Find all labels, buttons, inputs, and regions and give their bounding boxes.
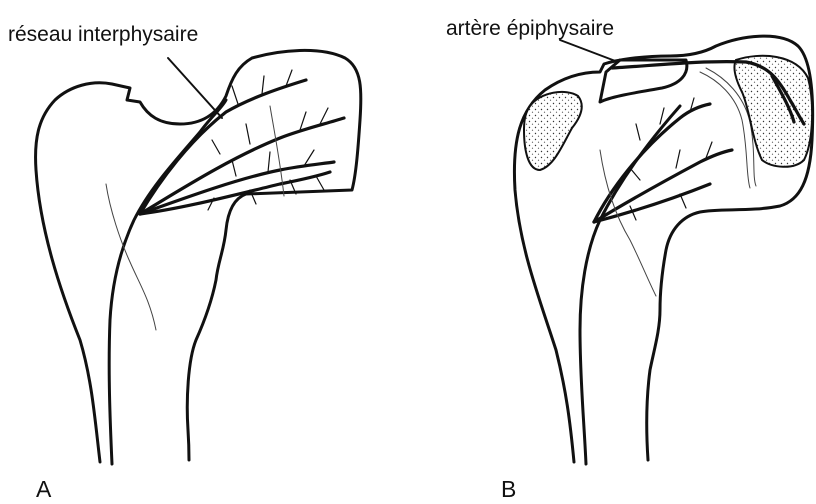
trochanter-b-stippled [524, 92, 582, 170]
vessel-a-twigs [208, 70, 328, 210]
femur-b-shaft-line [580, 106, 680, 464]
label-reseau-interphysaire: réseau interphysaire [8, 24, 198, 45]
thin-line-a-2 [270, 106, 284, 196]
panel-a-diagram [36, 50, 361, 464]
label-a-leader [168, 58, 222, 118]
panel-letter-a: A [36, 478, 51, 501]
label-artere-epiphysaire: artère épiphysaire [446, 18, 614, 39]
panel-letter-b: B [501, 478, 516, 501]
thin-line-a [106, 184, 156, 330]
femur-a-shaft-line [109, 100, 226, 464]
panel-b-diagram [514, 36, 812, 464]
label-b-leader [560, 40, 618, 62]
femur-a-outline-outer [36, 50, 361, 462]
